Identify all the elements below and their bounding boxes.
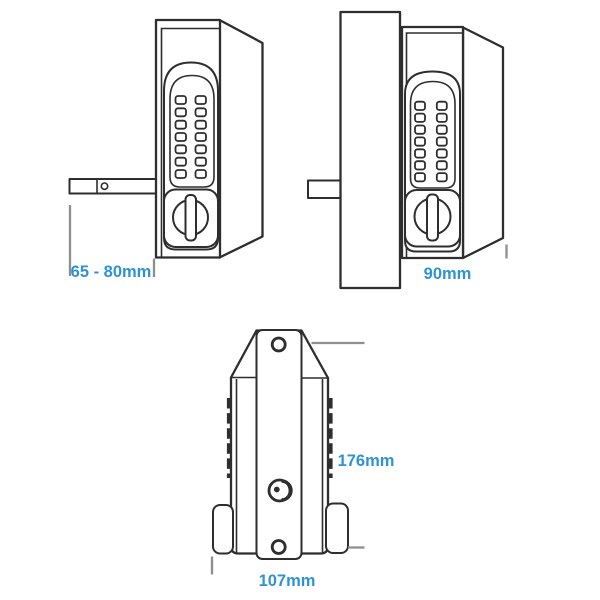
keypad-button — [174, 132, 187, 142]
figure-front-view: 176mm 107mm — [210, 329, 395, 590]
spindle-center — [273, 486, 280, 493]
keypad-button — [435, 136, 448, 147]
keypad-button — [174, 119, 187, 130]
keypad-button — [194, 119, 207, 130]
dimension-label-width: 107mm — [259, 572, 316, 590]
figure-side-view-on-door: 90mm — [307, 10, 508, 290]
keypad-button — [435, 148, 448, 159]
keypad-button — [414, 136, 426, 147]
keypad-button — [414, 124, 426, 135]
dimension-label-height: 176mm — [338, 452, 395, 470]
back-plate — [255, 329, 303, 560]
keypad-button — [435, 112, 448, 123]
keypad-button — [174, 156, 187, 167]
keypad-button — [435, 172, 448, 183]
keypad-button — [435, 160, 448, 171]
keypad-button — [194, 144, 207, 155]
bumper-right — [325, 502, 349, 554]
keypad-button — [414, 100, 426, 111]
keypad-button — [174, 144, 187, 155]
keypad-button — [174, 169, 187, 179]
knob-handle — [426, 193, 439, 242]
keypad-button — [194, 132, 207, 142]
keypad-button — [414, 112, 426, 123]
keypad-buttons — [414, 100, 448, 183]
keypad-button — [435, 100, 448, 111]
dimension-label-backset: 65 - 80mm — [71, 263, 152, 281]
keypad-button — [194, 169, 207, 179]
keypad-panel — [169, 74, 215, 188]
latch-bolt — [307, 179, 342, 199]
keypad-button — [414, 172, 426, 183]
keypad-button — [194, 107, 207, 118]
latch-pin-hole — [100, 182, 109, 191]
figure-side-view-backset: 65 - 80mm — [68, 18, 264, 281]
keypad-panel — [409, 80, 456, 189]
bumper-left — [212, 504, 234, 555]
keypad-button — [414, 160, 426, 171]
lock-side-panel — [461, 26, 505, 260]
screw-hole-bottom — [270, 539, 287, 555]
keypad-buttons — [174, 95, 207, 179]
keypad-button — [174, 107, 187, 118]
front-face-bevel — [160, 27, 220, 257]
spindle-hub-shade — [281, 479, 293, 502]
keypad-button — [414, 148, 426, 159]
keypad-button — [194, 156, 207, 167]
keypad-button — [435, 124, 448, 135]
screw-hole-top — [270, 336, 287, 353]
door-panel — [339, 10, 402, 290]
dimension-label-depth: 90mm — [424, 265, 472, 283]
keypad-button — [194, 95, 207, 105]
knob-handle — [184, 194, 197, 242]
lock-side-panel — [218, 18, 264, 259]
keypad-button — [174, 95, 187, 105]
latch-bar — [68, 178, 158, 195]
